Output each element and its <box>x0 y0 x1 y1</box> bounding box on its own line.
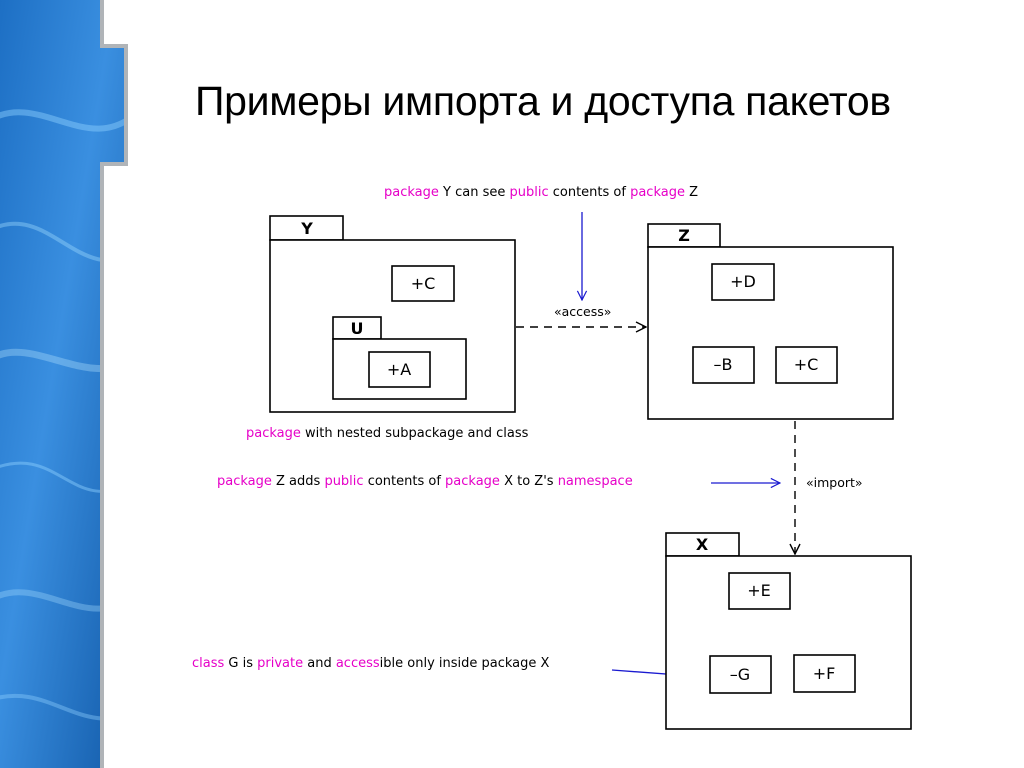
svg-text:+E: +E <box>747 581 771 600</box>
class-x-e: +E <box>728 572 791 610</box>
svg-text:+C: +C <box>411 274 436 293</box>
class-z-d: +D <box>711 263 775 301</box>
svg-text:–G: –G <box>730 665 750 684</box>
class-y-c: +C <box>391 265 455 302</box>
svg-text:+D: +D <box>730 272 756 291</box>
svg-text:+F: +F <box>813 664 836 683</box>
svg-text:+C: +C <box>794 355 819 374</box>
sidebar-decoration <box>0 0 128 768</box>
package-y: Y +C U +A <box>269 215 516 413</box>
svg-text:–B: –B <box>714 355 733 374</box>
package-y-name: Y <box>300 219 313 238</box>
slide-title: Примеры импорта и доступа пакетов <box>195 78 891 124</box>
package-x: X +E –G +F <box>665 532 912 730</box>
class-z-c: +C <box>775 346 838 384</box>
private-note: class G is private and accessible only i… <box>192 656 550 671</box>
class-x-g: –G <box>709 655 772 694</box>
package-z-name: Z <box>678 226 690 245</box>
access-note: package Y can see public contents of pac… <box>384 185 698 200</box>
package-x-name: X <box>696 535 709 554</box>
class-z-b: –B <box>692 346 755 384</box>
access-stereotype: «access» <box>554 304 611 319</box>
package-u-name: U <box>351 319 364 338</box>
import-note: package Z adds public contents of packag… <box>217 474 633 489</box>
subpackage-u: U +A <box>332 316 467 400</box>
import-stereotype: «import» <box>806 475 863 490</box>
class-u-a: +A <box>368 351 431 388</box>
nested-note: package with nested subpackage and class <box>246 426 529 441</box>
svg-text:+A: +A <box>387 360 411 379</box>
package-z: Z +D –B +C <box>647 223 894 420</box>
class-x-f: +F <box>793 654 856 693</box>
